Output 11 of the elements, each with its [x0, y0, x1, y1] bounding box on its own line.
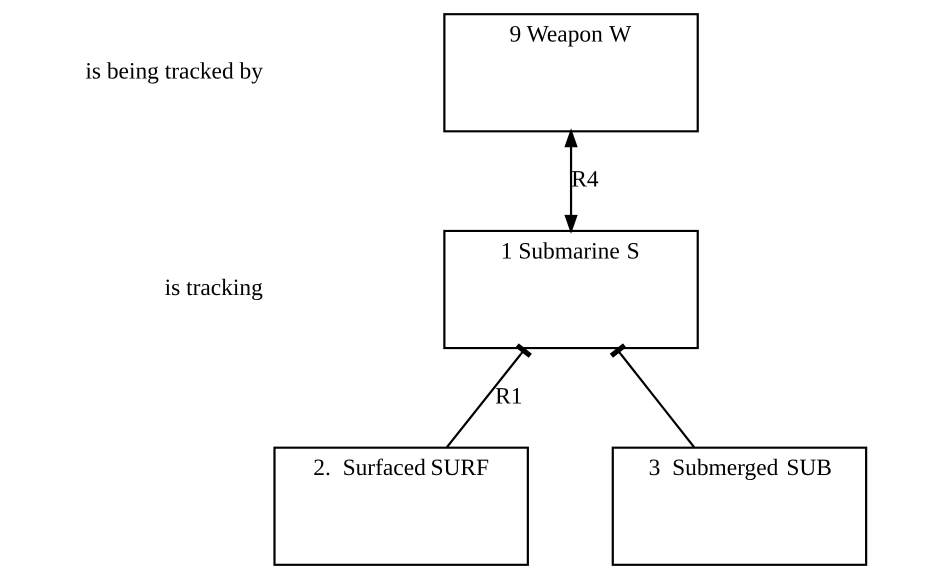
node-box: 9 Weapon W [442, 13, 698, 132]
label: is being tracked by [84, 58, 262, 84]
arrow [564, 128, 578, 234]
label: is tracking [164, 275, 262, 302]
node-box: 3 Submerged SUB [611, 446, 867, 566]
connector [609, 343, 695, 448]
edge-label: R1 [494, 383, 522, 410]
edge-label: R4 [570, 166, 598, 193]
node-box: 2. Surfaced SURF [272, 446, 528, 566]
node-box: 1 Submarine S [442, 230, 698, 350]
connector [445, 343, 532, 448]
